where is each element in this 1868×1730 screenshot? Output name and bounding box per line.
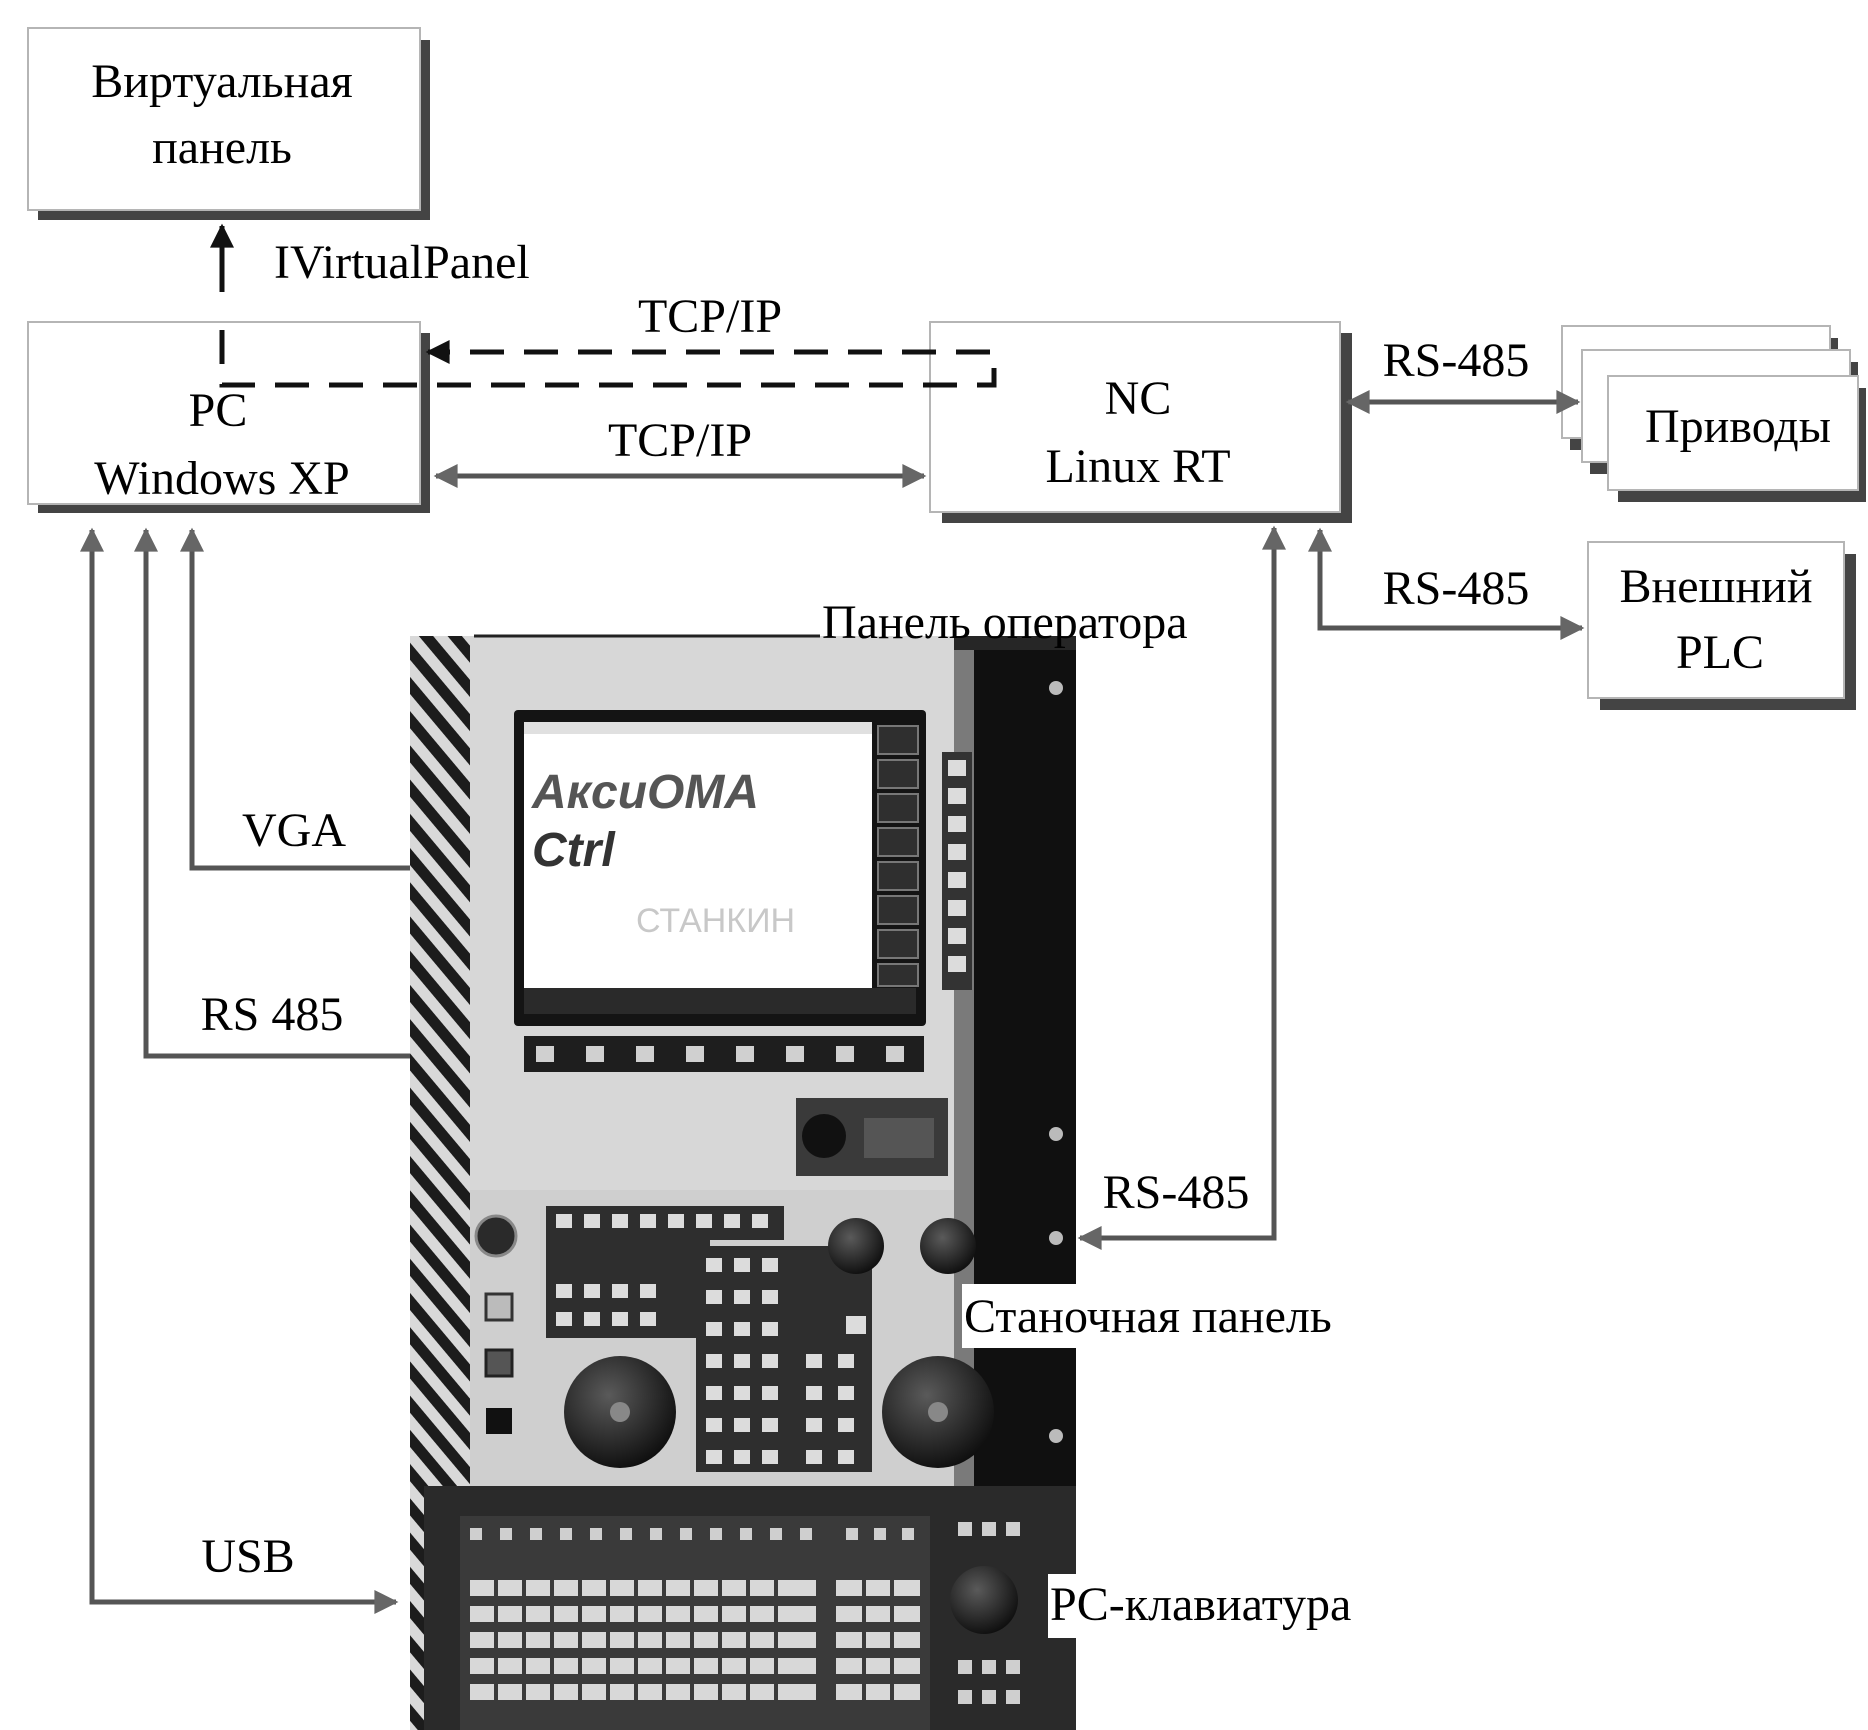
card-slot [796,1098,948,1176]
screen-logo-line2: Ctrl [532,824,616,877]
vga-label: VGA [242,804,346,857]
pc-keyboard-label: PC-клавиатура [1050,1578,1351,1631]
screen-logo-line1: АксиОМА [531,766,759,819]
usb-label: USB [201,1530,294,1583]
operator-panel-label: Панель оператора [822,596,1188,649]
nc-label-line2: Linux RT [1045,440,1230,493]
feed-override-knob [920,1218,976,1274]
nc-linux-box: NC Linux RT [930,322,1352,523]
plc-label-line1: Внешний [1619,560,1812,613]
pc-label-line2: Windows XP [94,452,349,505]
nc-label-line1: NC [1105,372,1172,425]
rs485-plc-label: RS-485 [1383,562,1530,615]
virtual-panel-label-line1: Виртуальная [91,55,352,108]
external-plc-box: Внешний PLC [1588,542,1856,710]
operator-screen: АксиОМА Ctrl СТАНКИН [514,710,926,1026]
drives-stack: Приводы [1562,326,1866,502]
virtual-panel-label-line2: панель [152,121,292,174]
cnc-control-cabinet: АксиОМА Ctrl СТАНКИН [410,636,1076,1730]
rs485-drives-label: RS-485 [1383,334,1530,387]
rs485-plc-link: RS-485 [1320,530,1582,628]
tcpip-dashed-label: TCP/IP [638,290,782,343]
tcpip-solid-label: TCP/IP [608,414,752,467]
rs485-drives-link: RS-485 [1348,334,1578,402]
softkey-row [524,1036,924,1072]
usb-link: USB [92,530,396,1602]
spindle-override-knob [828,1218,884,1274]
drives-label: Приводы [1645,400,1831,453]
pc-windows-box: PC Windows XP [28,322,430,513]
machine-panel-label: Станочная панель [964,1290,1332,1343]
trackball [950,1566,1018,1634]
screen-side-keys [942,752,972,990]
ivirtualpanel-connector: IVirtualPanel [222,226,530,292]
ivirtualpanel-label: IVirtualPanel [274,236,530,289]
screen-watermark: СТАНКИН [636,902,795,940]
rs485-machine-label: RS-485 [1103,1166,1250,1219]
pc-keyboard-unit [424,1486,1076,1730]
virtual-panel-box: Виртуальная панель [28,28,430,220]
tcpip-solid-link: TCP/IP [436,414,924,476]
rs485-operator-label: RS 485 [201,988,344,1041]
pc-label-line1: PC [189,384,248,437]
plc-label-line2: PLC [1676,626,1764,679]
